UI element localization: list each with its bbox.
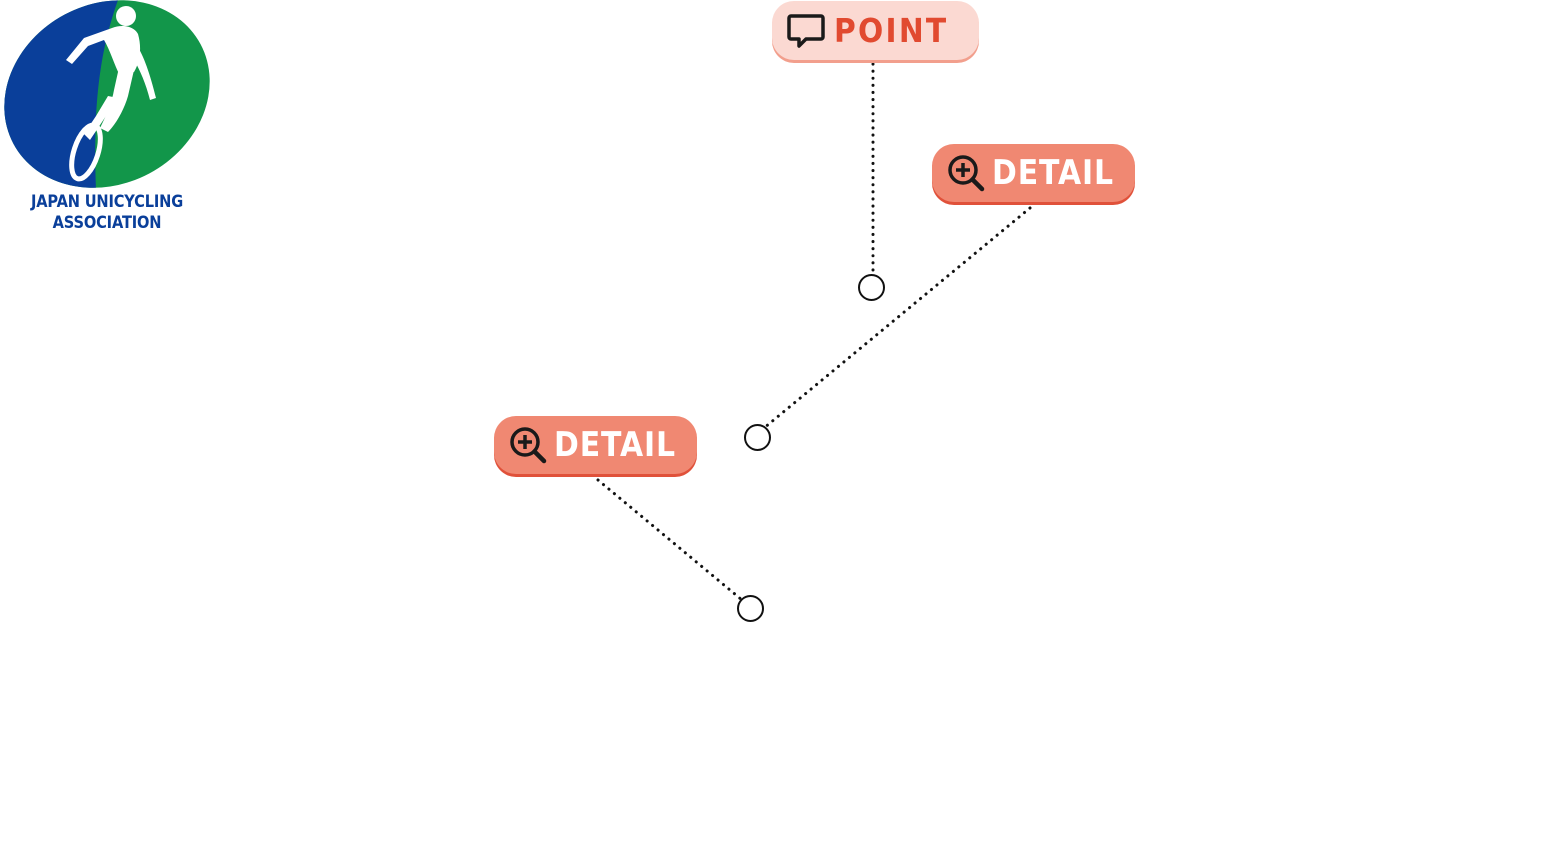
- detail-button-label: DETAIL: [992, 153, 1115, 193]
- connector-detail-a: [762, 206, 1032, 430]
- hotspot-marker-detail[interactable]: [737, 595, 764, 622]
- association-logo: JAPAN UNICYCLING ASSOCIATION: [0, 0, 216, 240]
- connector-detail-b: [596, 478, 744, 602]
- unicyclist-logo-icon: [0, 0, 216, 190]
- detail-button[interactable]: DETAIL: [494, 416, 697, 474]
- logo-wordmark: JAPAN UNICYCLING ASSOCIATION: [15, 192, 199, 234]
- detail-button-label: DETAIL: [554, 425, 677, 465]
- zoom-in-icon: [508, 425, 548, 465]
- zoom-in-icon: [946, 153, 986, 193]
- detail-button[interactable]: DETAIL: [932, 144, 1135, 202]
- point-button[interactable]: POINT: [772, 1, 979, 60]
- hotspot-marker-detail[interactable]: [744, 424, 771, 451]
- point-button-label: POINT: [834, 11, 949, 50]
- logo-line-2: ASSOCIATION: [52, 213, 162, 233]
- speech-bubble-icon: [786, 12, 826, 50]
- hotspot-marker-point[interactable]: [858, 274, 885, 301]
- logo-line-1: JAPAN UNICYCLING: [30, 192, 184, 212]
